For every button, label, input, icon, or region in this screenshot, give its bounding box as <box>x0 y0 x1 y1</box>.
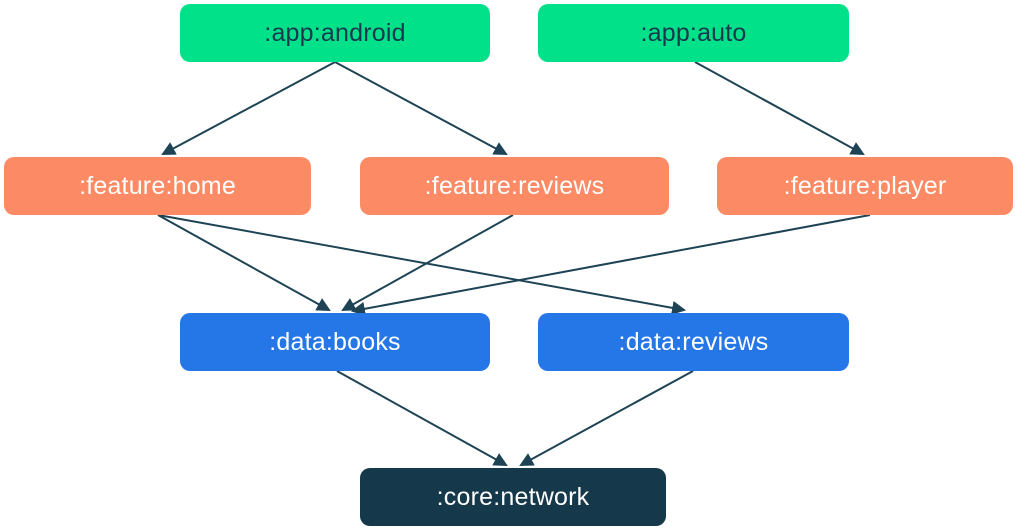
node-feature-player: :feature:player <box>717 157 1013 215</box>
edge-app-android-to-feature-home <box>161 61 336 155</box>
node-data-books: :data:books <box>180 313 490 371</box>
edge-app-auto-to-feature-player <box>694 61 865 156</box>
edge-data-books-to-core-network <box>336 370 508 467</box>
node-app-android: :app:android <box>180 4 490 62</box>
node-app-auto: :app:auto <box>538 4 849 62</box>
edge-feature-home-to-data-reviews <box>157 214 687 315</box>
edge-feature-reviews-to-data-books <box>341 214 514 312</box>
edge-app-android-to-feature-reviews <box>334 61 508 155</box>
node-feature-reviews: :feature:reviews <box>360 157 669 215</box>
node-data-reviews: :data:reviews <box>538 313 849 371</box>
edge-feature-home-to-data-books <box>157 214 331 312</box>
node-core-network: :core:network <box>360 468 666 526</box>
edge-data-reviews-to-core-network <box>519 370 694 467</box>
edge-feature-player-to-data-books <box>350 214 871 316</box>
node-feature-home: :feature:home <box>4 157 311 215</box>
